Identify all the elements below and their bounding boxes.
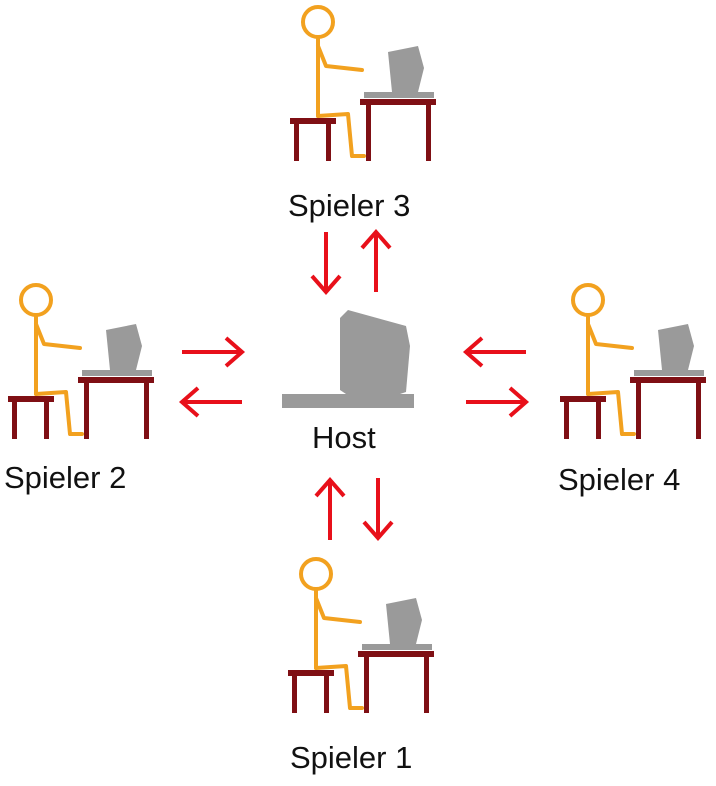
host-label: Host <box>312 420 376 455</box>
player-4-label: Spieler 4 <box>558 462 681 497</box>
arrow-right-icon <box>464 386 528 418</box>
player-2-label: Spieler 2 <box>4 460 127 495</box>
host-computer-icon <box>282 310 414 408</box>
arrow-down-icon <box>310 230 342 294</box>
arrow-left-icon <box>180 386 244 418</box>
player-4-icon <box>558 283 708 441</box>
arrow-down-icon <box>362 476 394 540</box>
arrow-up-icon <box>314 478 346 542</box>
player-2-icon <box>6 283 156 441</box>
arrow-left-icon <box>464 336 528 368</box>
arrow-right-icon <box>180 336 244 368</box>
player-1-label: Spieler 1 <box>290 740 413 775</box>
player-1-icon <box>286 557 436 715</box>
player-3-label: Spieler 3 <box>288 188 411 223</box>
player-3-icon <box>288 5 438 163</box>
arrow-up-icon <box>360 230 392 294</box>
